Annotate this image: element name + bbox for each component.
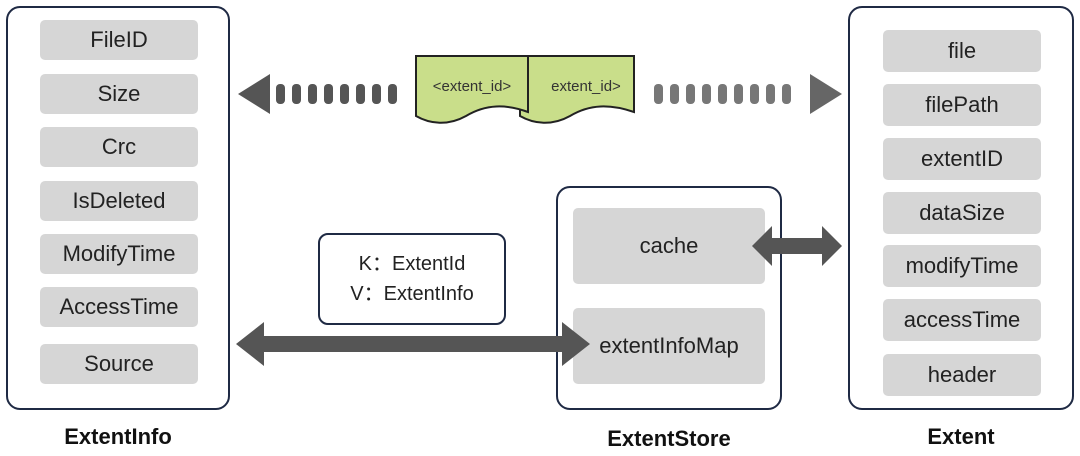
- dotted-arrow-right-head: [810, 74, 842, 114]
- extent-store-caption: ExtentStore: [607, 426, 731, 451]
- dotted-arrow-left: [238, 74, 397, 114]
- info-map-double-arrow: [236, 322, 590, 366]
- extent-info-field-source: Source: [40, 344, 198, 384]
- extent-info-panel: FileID Size Crc IsDeleted ModifyTime Acc…: [6, 6, 230, 410]
- dotted-arrow-left-head: [238, 74, 270, 114]
- kv-value-line: V：ExtentInfo: [350, 283, 474, 305]
- dotted-arrow-left-dash: [292, 84, 301, 104]
- extent-field-modifytime: modifyTime: [883, 245, 1041, 287]
- dotted-arrow-right-dash: [766, 84, 775, 104]
- dotted-arrow-left-dash: [340, 84, 349, 104]
- dotted-arrow-left-dash: [324, 84, 333, 104]
- dotted-arrow-left-dash: [308, 84, 317, 104]
- dotted-arrow-left-dash: [276, 84, 285, 104]
- extent-panel: file filePath extentID dataSize modifyTi…: [848, 6, 1074, 410]
- dotted-arrow-right-dash: [702, 84, 711, 104]
- dotted-arrow-right: [654, 74, 842, 114]
- dotted-arrow-right-dash: [750, 84, 759, 104]
- cache-extent-double-arrow: [752, 226, 842, 266]
- extent-info-map-field: extentInfoMap: [573, 308, 765, 384]
- dotted-arrow-right-dash: [734, 84, 743, 104]
- extent-info-field-accesstime: AccessTime: [40, 287, 198, 327]
- extent-id-tag-front: <extent_id>: [415, 55, 529, 124]
- dotted-arrow-right-dash: [782, 84, 791, 104]
- extent-field-accesstime: accessTime: [883, 299, 1041, 341]
- dotted-arrow-right-dash: [686, 84, 695, 104]
- dotted-arrow-left-dash: [388, 84, 397, 104]
- dotted-arrow-right-dash: [718, 84, 727, 104]
- extent-info-caption: ExtentInfo: [64, 424, 172, 449]
- extent-id-tag-front-label: <extent_id>: [433, 78, 512, 95]
- dotted-arrow-right-dash: [654, 84, 663, 104]
- extent-field-file: file: [883, 30, 1041, 72]
- dotted-arrow-right-dash: [670, 84, 679, 104]
- extent-caption: Extent: [927, 424, 995, 449]
- cache-field: cache: [573, 208, 765, 284]
- dotted-arrow-left-dash: [372, 84, 381, 104]
- extent-info-field-size: Size: [40, 74, 198, 114]
- extent-id-tag-back: extent_id>: [519, 55, 635, 124]
- extent-id-tag-back-label: extent_id>: [551, 78, 621, 95]
- extent-field-extentid: extentID: [883, 138, 1041, 180]
- extent-info-field-isdeleted: IsDeleted: [40, 181, 198, 221]
- kv-key-line: K：ExtentId: [358, 253, 466, 275]
- extent-info-field-crc: Crc: [40, 127, 198, 167]
- extent-field-filepath: filePath: [883, 84, 1041, 126]
- extent-info-field-modifytime: ModifyTime: [40, 234, 198, 274]
- dotted-arrow-left-dash: [356, 84, 365, 104]
- extent-info-field-fileid: FileID: [40, 20, 198, 60]
- extent-store-panel: cache extentInfoMap: [556, 186, 782, 410]
- kv-note-box: K：ExtentId V：ExtentInfo: [318, 233, 506, 325]
- extent-field-header: header: [883, 354, 1041, 396]
- extent-field-datasize: dataSize: [883, 192, 1041, 234]
